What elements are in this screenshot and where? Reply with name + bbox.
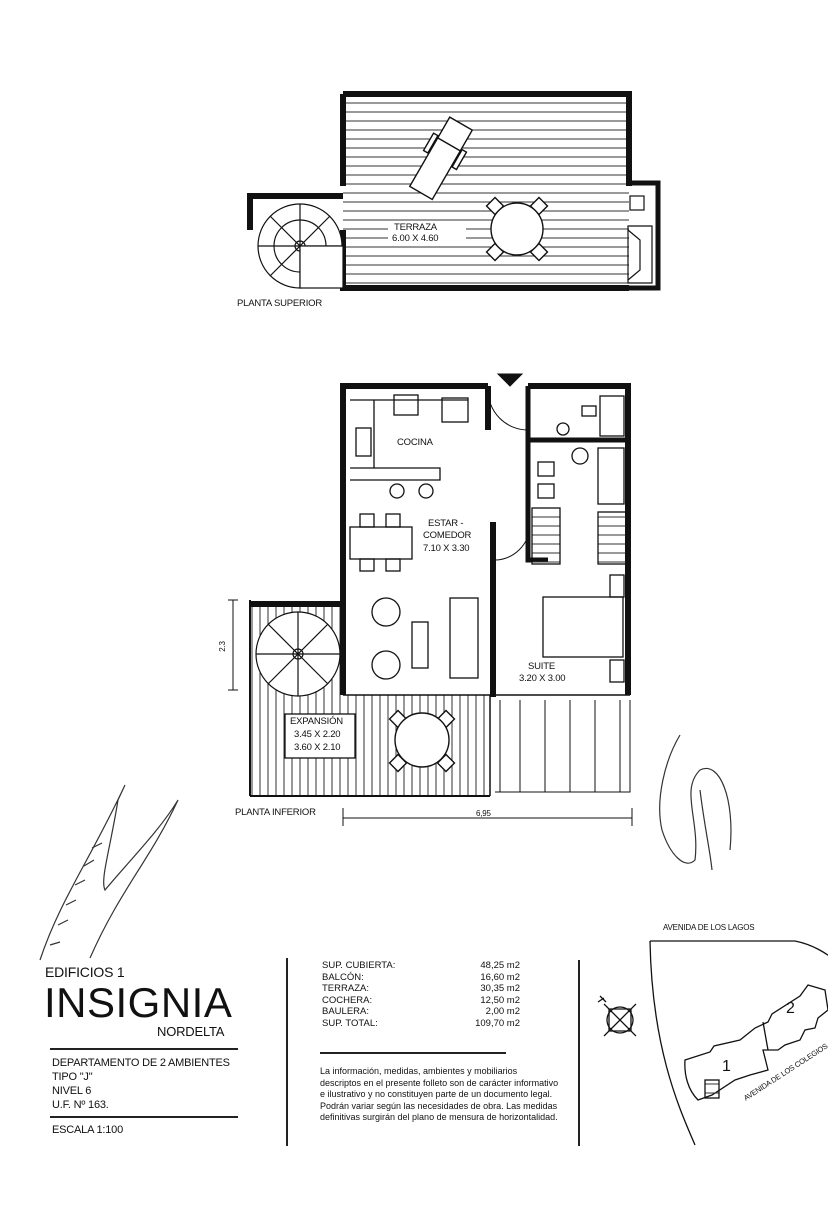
building-number-1: 1 <box>722 1058 731 1075</box>
area-row: COCHERA:12,50 m2 <box>322 995 520 1006</box>
stove-icon <box>393 394 419 416</box>
room-label-suite: SUITE <box>528 661 555 672</box>
sun-lounger-icon <box>408 116 474 201</box>
handwritten-signature <box>39 734 732 961</box>
room-size-terraza: 6.00 X 4.60 <box>392 233 439 244</box>
spiral-stair-icon <box>255 611 341 697</box>
bathtub-icon <box>599 395 625 437</box>
bed-icon <box>542 596 624 658</box>
area-row: SUP. CUBIERTA:48,25 m2 <box>322 960 520 971</box>
dining-table-icon <box>485 196 549 262</box>
unit-level: NIVEL 6 <box>52 1085 92 1097</box>
round-table-icon <box>388 709 456 773</box>
divider <box>320 1052 506 1054</box>
unit-type: TIPO "J" <box>52 1071 93 1083</box>
room-label-cocina: COCINA <box>397 437 433 448</box>
sofa-icon <box>449 597 479 679</box>
area-row-total: SUP. TOTAL:109,70 m2 <box>322 1018 520 1029</box>
upper-plan <box>247 91 661 291</box>
area-row: BAULERA:2,00 m2 <box>322 1006 520 1017</box>
unit-uf: U.F. Nº 163. <box>52 1099 109 1111</box>
disclaimer-text: La información, medidas, ambientes y mob… <box>320 1066 559 1123</box>
room-size-suite: 3.20 X 3.00 <box>519 673 566 684</box>
area-row: TERRAZA:30,35 m2 <box>322 983 520 994</box>
room-label-terraza: TERRAZA <box>394 222 437 233</box>
entrance-arrow-icon <box>496 373 524 387</box>
area-row: BALCÓN:16,60 m2 <box>322 972 520 983</box>
dimension-width: 6,95 <box>476 809 491 818</box>
lower-plan <box>228 373 633 826</box>
spiral-stair-icon <box>257 203 344 289</box>
divider <box>50 1048 238 1050</box>
room-label-expansion: EXPANSIÓN <box>290 716 343 727</box>
room-size-estar-comedor: 7.10 X 3.30 <box>423 543 470 554</box>
room-size-expansion-2: 3.60 X 2.10 <box>294 742 341 753</box>
unit-description: DEPARTAMENTO DE 2 AMBIENTES <box>52 1057 230 1069</box>
lower-plan-title: PLANTA INFERIOR <box>235 807 316 818</box>
building-number-2: 2 <box>786 1000 795 1017</box>
building-name: EDIFICIOS 1 <box>45 964 125 980</box>
divider <box>286 958 288 1146</box>
divider <box>578 960 580 1146</box>
room-size-expansion-1: 3.45 X 2.20 <box>294 729 341 740</box>
room-label-estar: ESTAR - <box>428 518 464 529</box>
dimension-height: 2.3 <box>217 641 227 652</box>
site-plan <box>649 940 828 1146</box>
brand-logo-text: INSIGNIA <box>44 979 233 1026</box>
north-arrow-icon <box>597 995 637 1037</box>
divider <box>50 1116 238 1118</box>
room-label-comedor: COMEDOR <box>423 530 472 541</box>
street-label-top: AVENIDA DE LOS LAGOS <box>663 923 755 932</box>
dining-table-icon <box>349 526 413 560</box>
location-name: NORDELTA <box>157 1024 225 1039</box>
scale-label: ESCALA 1:100 <box>52 1124 123 1136</box>
upper-plan-title: PLANTA SUPERIOR <box>237 298 322 309</box>
